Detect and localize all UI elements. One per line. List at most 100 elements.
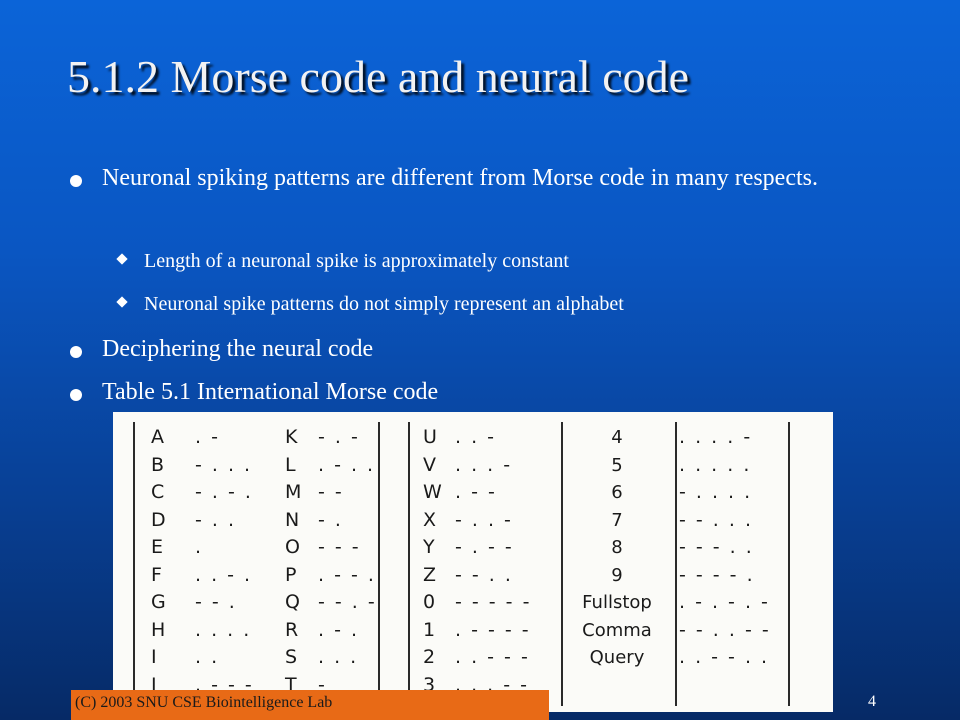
- table-cell-code: - - . . - -: [679, 618, 771, 641]
- table-cell-code: . . .: [318, 646, 359, 668]
- table-row: E. O - - - Y - . - - 8 - - - . .: [113, 534, 833, 561]
- table-cell-code: - - . -: [318, 591, 377, 613]
- table-cell-code: . . . - -: [455, 673, 529, 696]
- table-cell-symbol: B: [151, 453, 165, 476]
- table-cell-code: . - . - . -: [679, 591, 770, 613]
- table-cell-symbol: E: [151, 536, 164, 558]
- table-row: F. . - .P. - - .Z- - . .9- - - - .: [113, 562, 833, 589]
- table-column-rule: [378, 422, 380, 706]
- table-cell-symbol: 1: [423, 618, 436, 641]
- table-cell-code: . . . . .: [679, 453, 752, 476]
- table-cell-code: .: [195, 536, 204, 558]
- bullet-text: Neuronal spiking patterns are different …: [102, 165, 818, 191]
- table-cell-code: . . . .: [195, 618, 252, 641]
- table-cell-symbol: Z: [423, 563, 437, 586]
- table-row: I . . S . . . 2 . . - - - Query . . - - . .: [113, 644, 833, 671]
- table-cell-symbol: W: [423, 481, 442, 503]
- table-cell-symbol: H: [151, 618, 166, 641]
- table-cell-symbol: R: [285, 618, 299, 641]
- table-cell-symbol: I: [151, 646, 157, 668]
- table-column-rule: [561, 422, 563, 706]
- table-row: A. -K- . -U. . -4. . . . -: [113, 424, 833, 451]
- table-column-rule: [133, 422, 135, 706]
- table-row: C - . - . M - - W . - - 6 - . . . .: [113, 479, 833, 506]
- diamond-bullet-icon: [116, 296, 128, 308]
- table-cell-code: - - - - -: [455, 591, 532, 613]
- table-cell-code: - - .: [195, 591, 237, 613]
- table-row: B- . . .L. - . .V. . . -5. . . . .: [113, 452, 833, 479]
- table-cell-symbol: D: [151, 508, 166, 531]
- table-cell-code: - . . -: [455, 508, 513, 531]
- table-cell-symbol: Comma: [582, 619, 652, 641]
- table-cell-code: . - . .: [318, 453, 376, 476]
- table-cell-code: . . . . -: [679, 426, 753, 448]
- bullet-dot-icon: [70, 389, 82, 401]
- table-cell-symbol: Query: [589, 647, 645, 668]
- table-cell-code: - - -: [318, 536, 361, 558]
- table-cell-code: - -: [318, 481, 344, 503]
- table-cell-code: - - . .: [455, 563, 513, 586]
- table-row: G - - . Q - - . - 0 - - - - - Fullstop . - . - …: [113, 589, 833, 616]
- table-cell-symbol: U: [423, 426, 437, 448]
- footer-bar: (C) 2003 SNU CSE Biointelligence Lab: [71, 690, 549, 720]
- table-cell-code: - . . .: [195, 453, 253, 476]
- table-cell-symbol: 6: [611, 482, 623, 503]
- table-cell-symbol: 0: [423, 591, 436, 613]
- table-cell-code: . . - - . .: [679, 646, 770, 668]
- page-number: 4: [868, 693, 876, 710]
- table-cell-code: . - -: [455, 481, 497, 503]
- table-cell-symbol: S: [285, 646, 298, 668]
- table-cell-code: -: [318, 673, 327, 696]
- table-cell-symbol: 4: [611, 427, 623, 448]
- table-cell-symbol: G: [151, 591, 166, 613]
- table-cell-code: . . . -: [455, 453, 513, 476]
- table-column-rule: [788, 422, 790, 706]
- table-cell-code: . . - .: [195, 563, 253, 586]
- table-cell-code: - . -: [318, 426, 360, 448]
- table-cell-symbol: X: [423, 508, 437, 531]
- table-cell-symbol: P: [285, 563, 297, 586]
- diamond-bullet-icon: [116, 253, 128, 265]
- table-cell-symbol: [559, 672, 675, 699]
- table-cell-symbol: V: [423, 453, 436, 476]
- table-cell-symbol: J: [151, 673, 157, 696]
- bullet-text: Table 5.1 International Morse code: [102, 379, 439, 405]
- table-cell-code: - . - .: [195, 481, 253, 503]
- table-row: H. . . .R. - .1. - - - -Comma- - . . - -: [113, 617, 833, 644]
- table-cell-symbol: 9: [611, 564, 623, 586]
- table-cell-symbol: C: [151, 481, 165, 503]
- table-cell-symbol: 7: [611, 509, 623, 531]
- table-column-rule: [675, 422, 677, 706]
- bullet-text: Deciphering the neural code: [102, 336, 374, 362]
- table-cell-symbol: K: [285, 426, 298, 448]
- table-cell-symbol: Fullstop: [582, 592, 652, 613]
- table-row: D- . .N- .X- . . -7- - . . .: [113, 507, 833, 534]
- table-cell-code: . -: [195, 426, 220, 448]
- table-cell-code: - . .: [195, 508, 237, 531]
- table-cell-symbol: N: [285, 508, 300, 531]
- table-cell-code: . - .: [318, 618, 360, 641]
- bullet-dot-icon: [70, 175, 82, 187]
- table-cell-code: . - - .: [318, 563, 376, 586]
- table-cell-symbol: F: [151, 563, 162, 586]
- table-cell-code: - - - . .: [679, 536, 754, 558]
- sub-bullet-text: Length of a neuronal spike is approximat…: [144, 250, 569, 272]
- table-cell-symbol: M: [285, 481, 302, 503]
- table-cell-symbol: 8: [611, 537, 623, 558]
- table-cell-symbol: Y: [423, 536, 435, 558]
- table-cell-symbol: A: [151, 426, 164, 448]
- table-cell-code: . .: [195, 646, 220, 668]
- table-cell-code: - .: [318, 508, 343, 531]
- table-cell-symbol: O: [285, 536, 300, 558]
- table-cell-symbol: 2: [423, 646, 436, 668]
- table-cell-code: . . - - -: [455, 646, 530, 668]
- table-column-rule: [408, 422, 410, 706]
- slide-title: 5.1.2 Morse code and neural code: [67, 51, 690, 102]
- table-cell-code: - . - -: [455, 536, 514, 558]
- sub-bullet-text: Neuronal spike patterns do not simply re…: [144, 293, 624, 315]
- table-cell-code: . - - -: [195, 673, 254, 696]
- table-cell-code: - . . . .: [679, 481, 753, 503]
- morse-code-table: A. -K- . -U. . -4. . . . -B- . . .L. - .…: [113, 412, 833, 712]
- table-cell-symbol: T: [285, 673, 297, 696]
- table-cell-symbol: Q: [285, 591, 300, 613]
